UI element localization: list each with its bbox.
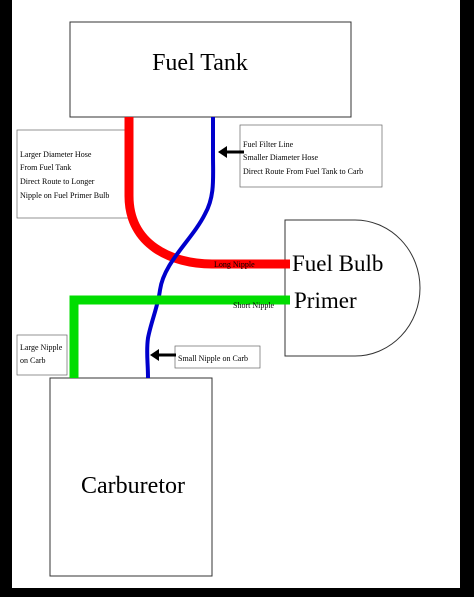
filter-line-note-line1: Fuel Filter Line [243, 140, 294, 149]
primer-to-carb-hose [69, 295, 290, 378]
large-nipple-note-line1: Large Nipple [20, 343, 63, 352]
fuel-filter-line [145, 117, 216, 379]
large-nipple-note: Large Nipple on Carb [16, 334, 68, 376]
carburetor-label: Carburetor [81, 473, 185, 499]
larger-hose-note-line4: Nipple on Fuel Primer Bulb [20, 191, 109, 200]
carburetor-box: Carburetor [49, 377, 213, 577]
small-nipple-arrow-icon [150, 349, 176, 361]
diagram-frame: Fuel Tank Fuel Bulb Primer Carburetor La… [12, 0, 460, 588]
filter-line-note-line2: Smaller Diameter Hose [243, 153, 319, 162]
larger-hose-note: Larger Diameter Hose From Fuel Tank Dire… [16, 129, 129, 219]
long-nipple-label: Long Nipple [214, 260, 255, 269]
filter-line-note: Fuel Filter Line Smaller Diameter Hose D… [239, 124, 383, 188]
small-nipple-note-text: Small Nipple on Carb [178, 354, 248, 363]
large-nipple-note-line2: on Carb [20, 356, 46, 365]
watermark-line1: HOSTED ON HOBBYTALK [388, 566, 449, 572]
larger-hose-note-line1: Larger Diameter Hose [20, 150, 92, 159]
larger-hose-note-line2: From Fuel Tank [20, 163, 71, 172]
small-nipple-note: Small Nipple on Carb [174, 345, 261, 369]
hobbytalk-watermark: HOSTED ON HOBBYTALK www.hobbytalk.com [388, 566, 449, 579]
primer-label-line1: Fuel Bulb [292, 251, 383, 276]
filter-line-note-line3: Direct Route From Fuel Tank to Carb [243, 167, 363, 176]
larger-hose-note-line3: Direct Route to Longer [20, 177, 95, 186]
short-nipple-label: Short Nipple [233, 301, 275, 310]
fuel-tank-box: Fuel Tank [69, 21, 352, 118]
filter-line-arrow-icon [218, 146, 244, 158]
fuel-bulb-primer-box: Fuel Bulb Primer [284, 219, 421, 357]
primer-label-line2: Primer [294, 288, 357, 313]
tank-to-primer-hose [124, 117, 290, 269]
fuel-tank-label: Fuel Tank [152, 50, 248, 76]
fuel-system-diagram: Fuel Tank Fuel Bulb Primer Carburetor La… [16, 21, 449, 579]
watermark-line2: www.hobbytalk.com [392, 573, 436, 579]
